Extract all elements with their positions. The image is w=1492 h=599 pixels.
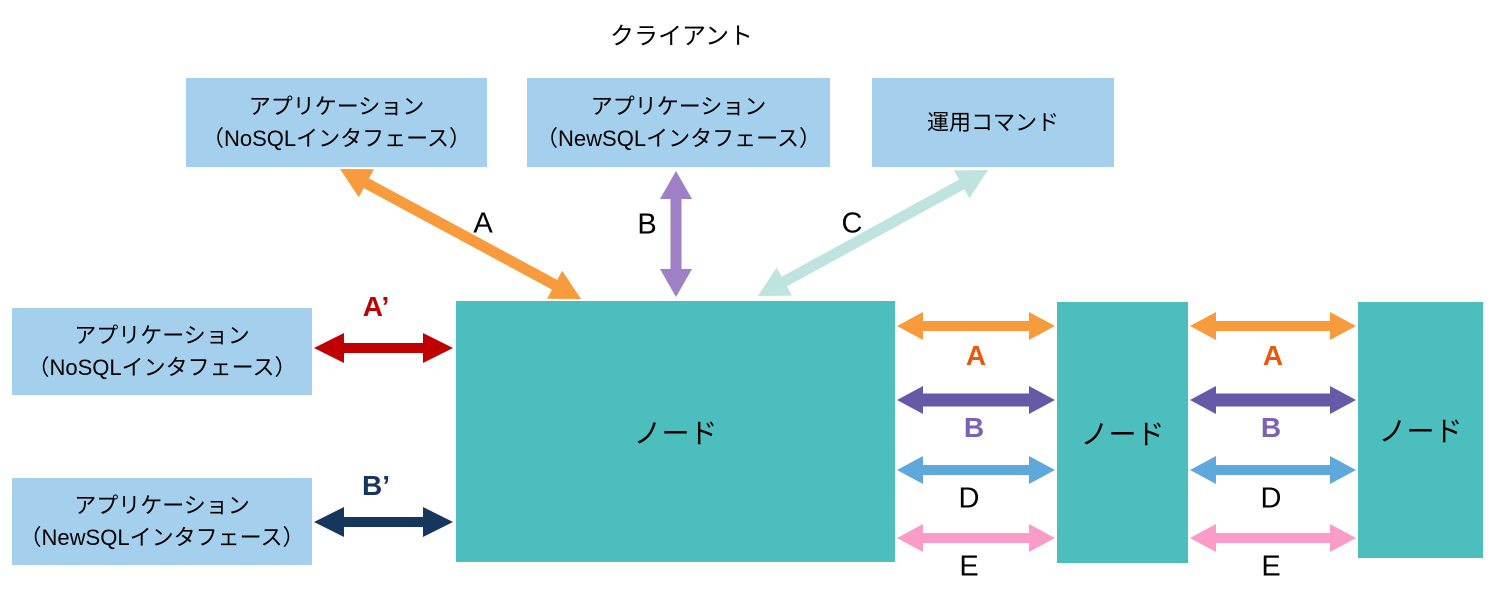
node-link-label-d-2: D (1260, 482, 1282, 515)
left-link-label-a-prime: A’ (362, 291, 390, 322)
left-link-arrow-a-prime (314, 333, 453, 363)
client-link-label-a: A (473, 207, 493, 240)
node-link-label-b-2: B (1260, 412, 1282, 443)
left-app-newsql-box: アプリケーション （NewSQLインタフェース） (12, 478, 312, 565)
node-middle-label: ノード (1080, 418, 1165, 450)
node-link-arrow-e-1 (897, 524, 1055, 552)
left-app-newsql-line2: （NewSQLインタフェース） (19, 524, 305, 550)
node-link-label-b-1: B (963, 412, 985, 443)
node-right-label: ノード (1378, 416, 1463, 447)
left-app-nosql-box: アプリケーション （NoSQLインタフェース） (12, 308, 312, 395)
client-app-nosql-box: アプリケーション （NoSQLインタフェース） (186, 78, 487, 167)
client-app-newsql-line2: （NewSQLインタフェース） (536, 125, 821, 151)
node-middle-box: ノード (1057, 302, 1188, 563)
client-link-arrow-a (340, 169, 581, 299)
client-link-arrow-b (660, 171, 692, 297)
client-link-label-b: B (637, 208, 657, 241)
diagram-title: クライアント (610, 23, 754, 50)
node-link-arrow-a-1 (897, 312, 1055, 340)
node-link-arrow-d-2 (1190, 456, 1356, 484)
node-link-arrow-b-1 (897, 386, 1055, 414)
node-link-arrow-a-2 (1190, 312, 1356, 340)
node-link-label-e-1: E (959, 550, 979, 583)
node-main-label: ノード (633, 417, 718, 449)
node-link-arrow-d-1 (897, 456, 1055, 484)
operation-command-box: 運用コマンド (872, 78, 1114, 167)
left-app-nosql-line2: （NoSQLインタフェース） (27, 354, 297, 380)
client-app-newsql-line1: アプリケーション (590, 93, 767, 119)
left-link-label-b-prime: B’ (362, 470, 390, 501)
node-link-label-d-1: D (958, 482, 980, 515)
client-link-label-c: C (841, 207, 863, 240)
client-app-newsql-box: アプリケーション （NewSQLインタフェース） (527, 78, 830, 167)
left-app-nosql-line1: アプリケーション (74, 322, 250, 348)
client-app-nosql-line1: アプリケーション (248, 93, 425, 119)
client-app-nosql-line2: （NoSQLインタフェース） (201, 125, 472, 151)
node-link-label-a-1: A (965, 340, 987, 371)
node-link-arrow-b-2 (1190, 386, 1356, 414)
operation-command-label: 運用コマンド (926, 109, 1059, 135)
node-link-arrow-e-2 (1190, 524, 1356, 552)
node-link-label-e-2: E (1261, 550, 1281, 583)
left-app-newsql-line1: アプリケーション (74, 492, 250, 518)
client-link-arrow-c (758, 170, 988, 296)
node-main-box: ノード (456, 301, 895, 562)
node-right-box: ノード (1358, 302, 1483, 558)
node-link-label-a-2: A (1262, 340, 1284, 371)
left-link-arrow-b-prime (314, 507, 453, 537)
